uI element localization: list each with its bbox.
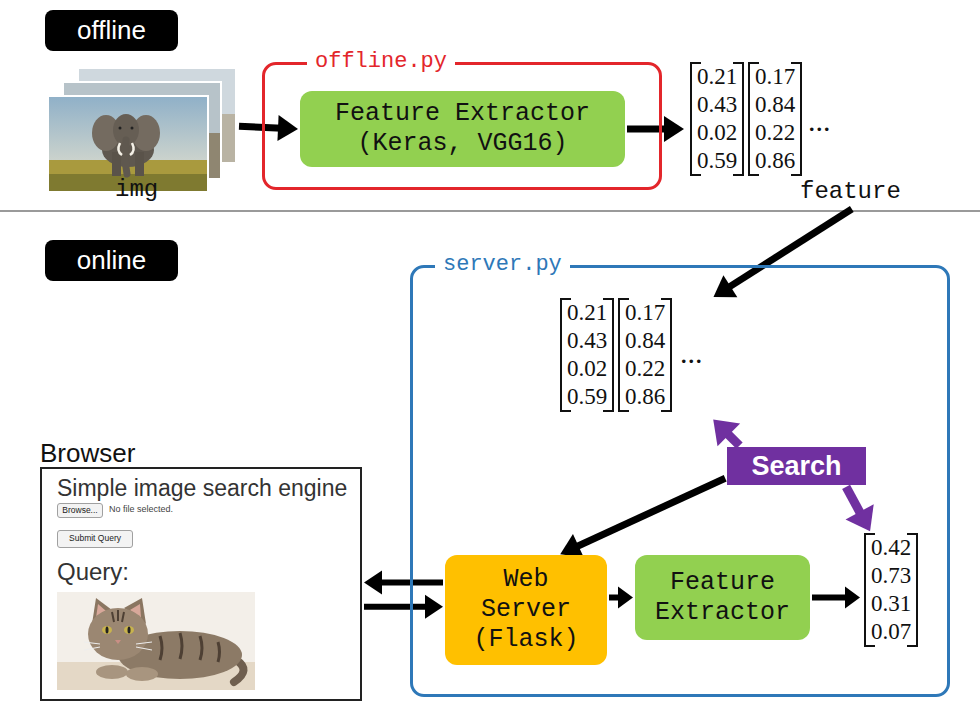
arrow-head bbox=[664, 116, 684, 142]
server-box: Web Server (Flask) bbox=[445, 555, 607, 665]
arrow-head bbox=[618, 587, 633, 609]
cat-photo bbox=[126, 667, 158, 681]
arrow-connector bbox=[364, 571, 443, 595]
arrow-connector bbox=[627, 116, 684, 142]
elephant-figure bbox=[125, 140, 127, 174]
process-box: Feature Extractor (Keras, VGG16) bbox=[300, 91, 625, 167]
elephant-figure bbox=[112, 152, 121, 176]
arrow-connector bbox=[846, 487, 874, 531]
arrow-line bbox=[239, 126, 282, 128]
cat-photo bbox=[88, 608, 148, 660]
arrow-head bbox=[713, 419, 740, 446]
node-text: 0.42 0.73 0.31 0.07 bbox=[864, 533, 918, 647]
arrow-connector bbox=[364, 595, 443, 619]
arrow-head bbox=[846, 504, 874, 531]
arrow-line bbox=[812, 595, 848, 601]
separator-line bbox=[0, 211, 980, 212]
stage-badge: offline bbox=[45, 10, 178, 51]
arrow-head bbox=[713, 275, 737, 297]
process-box: Feature Extractor bbox=[635, 555, 810, 640]
elephant-figure bbox=[118, 143, 122, 155]
node-text: Browser bbox=[40, 438, 135, 468]
cat-photo bbox=[57, 592, 255, 690]
search-tag: Search bbox=[727, 447, 866, 485]
ui-button: Submit Query bbox=[57, 530, 133, 548]
cat-photo bbox=[160, 633, 220, 662]
cat-photo bbox=[124, 626, 134, 634]
arrow-connector bbox=[609, 587, 633, 609]
arrow-connector bbox=[713, 419, 740, 446]
arrow-line bbox=[364, 604, 429, 610]
node-text: Submit Query bbox=[69, 534, 121, 543]
arrow-connector bbox=[560, 478, 725, 557]
vector-group: 0.21 0.43 0.02 0.590.17 0.84 0.22 0.86..… bbox=[686, 62, 936, 208]
arrow-line bbox=[846, 487, 862, 516]
script-box: server.py0.21 0.43 0.02 0.590.17 0.84 0.… bbox=[410, 265, 950, 697]
script-box: offline.pyFeature Extractor (Keras, VGG1… bbox=[262, 62, 662, 190]
node-text: Search bbox=[751, 451, 841, 481]
cat-photo bbox=[57, 592, 255, 690]
cat-photo bbox=[96, 665, 128, 679]
image-stack: img bbox=[45, 66, 237, 206]
vector-group: 0.21 0.43 0.02 0.590.17 0.84 0.22 0.86..… bbox=[560, 298, 725, 418]
node-text: 0.17 0.84 0.22 0.86 bbox=[748, 62, 802, 176]
browser-window: BrowserSimple image search engine No file… bbox=[40, 438, 362, 701]
node-text: Feature Extractor (Keras, VGG16) bbox=[318, 99, 608, 159]
node-text: feature bbox=[800, 178, 901, 206]
node-text: Simple image search engine bbox=[57, 475, 347, 502]
arrow-head bbox=[277, 115, 298, 141]
arrow-line bbox=[727, 209, 852, 288]
ui-button: Browse... bbox=[57, 503, 103, 518]
arrow-head bbox=[845, 587, 860, 609]
node-text: No file selected. bbox=[109, 504, 173, 515]
node-text: img bbox=[115, 176, 158, 204]
node-text: offline bbox=[77, 16, 146, 45]
vector-group: 0.42 0.73 0.31 0.07 bbox=[862, 533, 922, 651]
cat-photo bbox=[106, 627, 109, 634]
arrow-connector bbox=[713, 209, 851, 297]
node-text: 0.21 0.43 0.02 0.59 bbox=[690, 62, 744, 176]
stage-badge: online bbox=[45, 240, 178, 281]
arrow-connector bbox=[812, 587, 860, 609]
node-text: Feature Extractor bbox=[648, 568, 798, 628]
node-text: Query: bbox=[57, 558, 129, 586]
arrow-head bbox=[425, 595, 443, 619]
cat-photo bbox=[115, 640, 121, 644]
node-text: ... bbox=[680, 338, 703, 368]
elephant-figure bbox=[130, 143, 134, 155]
elephant-figure bbox=[92, 114, 160, 176]
separator-line bbox=[0, 210, 980, 212]
cat-photo bbox=[128, 627, 131, 634]
cat-photo bbox=[112, 610, 124, 622]
node-text: ... bbox=[808, 106, 831, 136]
cat-photo bbox=[102, 626, 112, 634]
arrow-connector bbox=[239, 115, 298, 141]
cat-photo bbox=[84, 642, 152, 650]
node-text: online bbox=[77, 246, 146, 275]
node-text: 0.17 0.84 0.22 0.86 bbox=[618, 298, 672, 412]
arrow-line bbox=[575, 478, 725, 547]
elephant-figure bbox=[135, 152, 144, 176]
node-text: 0.21 0.43 0.02 0.59 bbox=[560, 298, 614, 412]
arrow-head bbox=[364, 571, 382, 595]
photo-stack bbox=[48, 68, 236, 192]
elephant-figure bbox=[131, 127, 134, 130]
node-text: offline.py bbox=[307, 49, 455, 75]
node-text: Browse... bbox=[62, 506, 97, 515]
elephant-figure bbox=[119, 127, 122, 130]
node-text: Web Server (Flask) bbox=[466, 565, 586, 655]
node-text: server.py bbox=[435, 252, 570, 278]
